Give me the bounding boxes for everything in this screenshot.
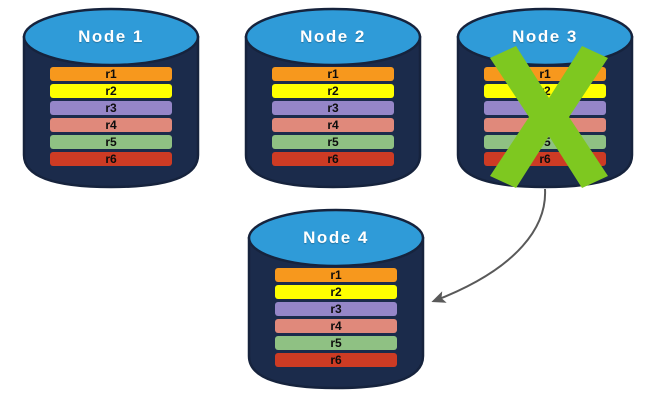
row-r4[interactable]: r4 <box>50 118 172 132</box>
row-r2[interactable]: r2 <box>50 84 172 98</box>
row-r1[interactable]: r1 <box>275 268 397 282</box>
row-r3[interactable]: r3 <box>50 101 172 115</box>
node-4-rows: r1 r2 r3 r4 r5 r6 <box>275 268 397 367</box>
row-r6[interactable]: r6 <box>272 152 394 166</box>
row-label: r2 <box>330 285 342 299</box>
row-r5[interactable]: r5 <box>50 135 172 149</box>
node-4[interactable]: Node 4 r1 r2 r3 r4 r5 r6 <box>247 206 425 390</box>
row-r3[interactable]: r3 <box>272 101 394 115</box>
row-r4[interactable]: r4 <box>272 118 394 132</box>
row-r5[interactable]: r5 <box>275 336 397 350</box>
row-label: r1 <box>539 67 551 81</box>
row-label: r6 <box>539 152 551 166</box>
row-label: r5 <box>539 135 551 149</box>
row-label: r4 <box>327 118 339 132</box>
row-label: r5 <box>330 336 342 350</box>
row-r6[interactable]: r6 <box>275 353 397 367</box>
row-label: r4 <box>330 319 342 333</box>
row-label: r1 <box>330 268 342 282</box>
node-2[interactable]: Node 2 r1 r2 r3 r4 r5 r6 <box>244 5 422 189</box>
row-label: r4 <box>105 118 117 132</box>
row-label: r3 <box>105 101 117 115</box>
row-r1[interactable]: r1 <box>272 67 394 81</box>
row-label: r6 <box>105 152 117 166</box>
row-r3[interactable]: r3 <box>484 101 606 115</box>
row-label: r5 <box>105 135 117 149</box>
row-label: r4 <box>539 118 551 132</box>
row-label: r1 <box>327 67 339 81</box>
row-label: r5 <box>327 135 339 149</box>
row-label: r2 <box>327 84 339 98</box>
row-label: r3 <box>539 101 551 115</box>
row-label: r2 <box>539 84 551 98</box>
row-r3[interactable]: r3 <box>275 302 397 316</box>
row-r5[interactable]: r5 <box>484 135 606 149</box>
node-2-rows: r1 r2 r3 r4 r5 r6 <box>272 67 394 166</box>
node-1[interactable]: Node 1 r1 r2 r3 r4 r5 r6 <box>22 5 200 189</box>
row-label: r6 <box>327 152 339 166</box>
row-r2[interactable]: r2 <box>275 285 397 299</box>
row-r2[interactable]: r2 <box>484 84 606 98</box>
row-r1[interactable]: r1 <box>484 67 606 81</box>
row-label: r1 <box>105 67 117 81</box>
row-r5[interactable]: r5 <box>272 135 394 149</box>
row-r4[interactable]: r4 <box>275 319 397 333</box>
row-r1[interactable]: r1 <box>50 67 172 81</box>
row-label: r3 <box>330 302 342 316</box>
row-label: r2 <box>105 84 117 98</box>
row-r4[interactable]: r4 <box>484 118 606 132</box>
row-label: r3 <box>327 101 339 115</box>
node-1-rows: r1 r2 r3 r4 r5 r6 <box>50 67 172 166</box>
node-3[interactable]: Node 3 r1 r2 r3 r4 r5 r6 <box>456 5 634 189</box>
row-r6[interactable]: r6 <box>484 152 606 166</box>
row-r2[interactable]: r2 <box>272 84 394 98</box>
node-3-rows: r1 r2 r3 r4 r5 r6 <box>484 67 606 166</box>
row-r6[interactable]: r6 <box>50 152 172 166</box>
row-label: r6 <box>330 353 342 367</box>
